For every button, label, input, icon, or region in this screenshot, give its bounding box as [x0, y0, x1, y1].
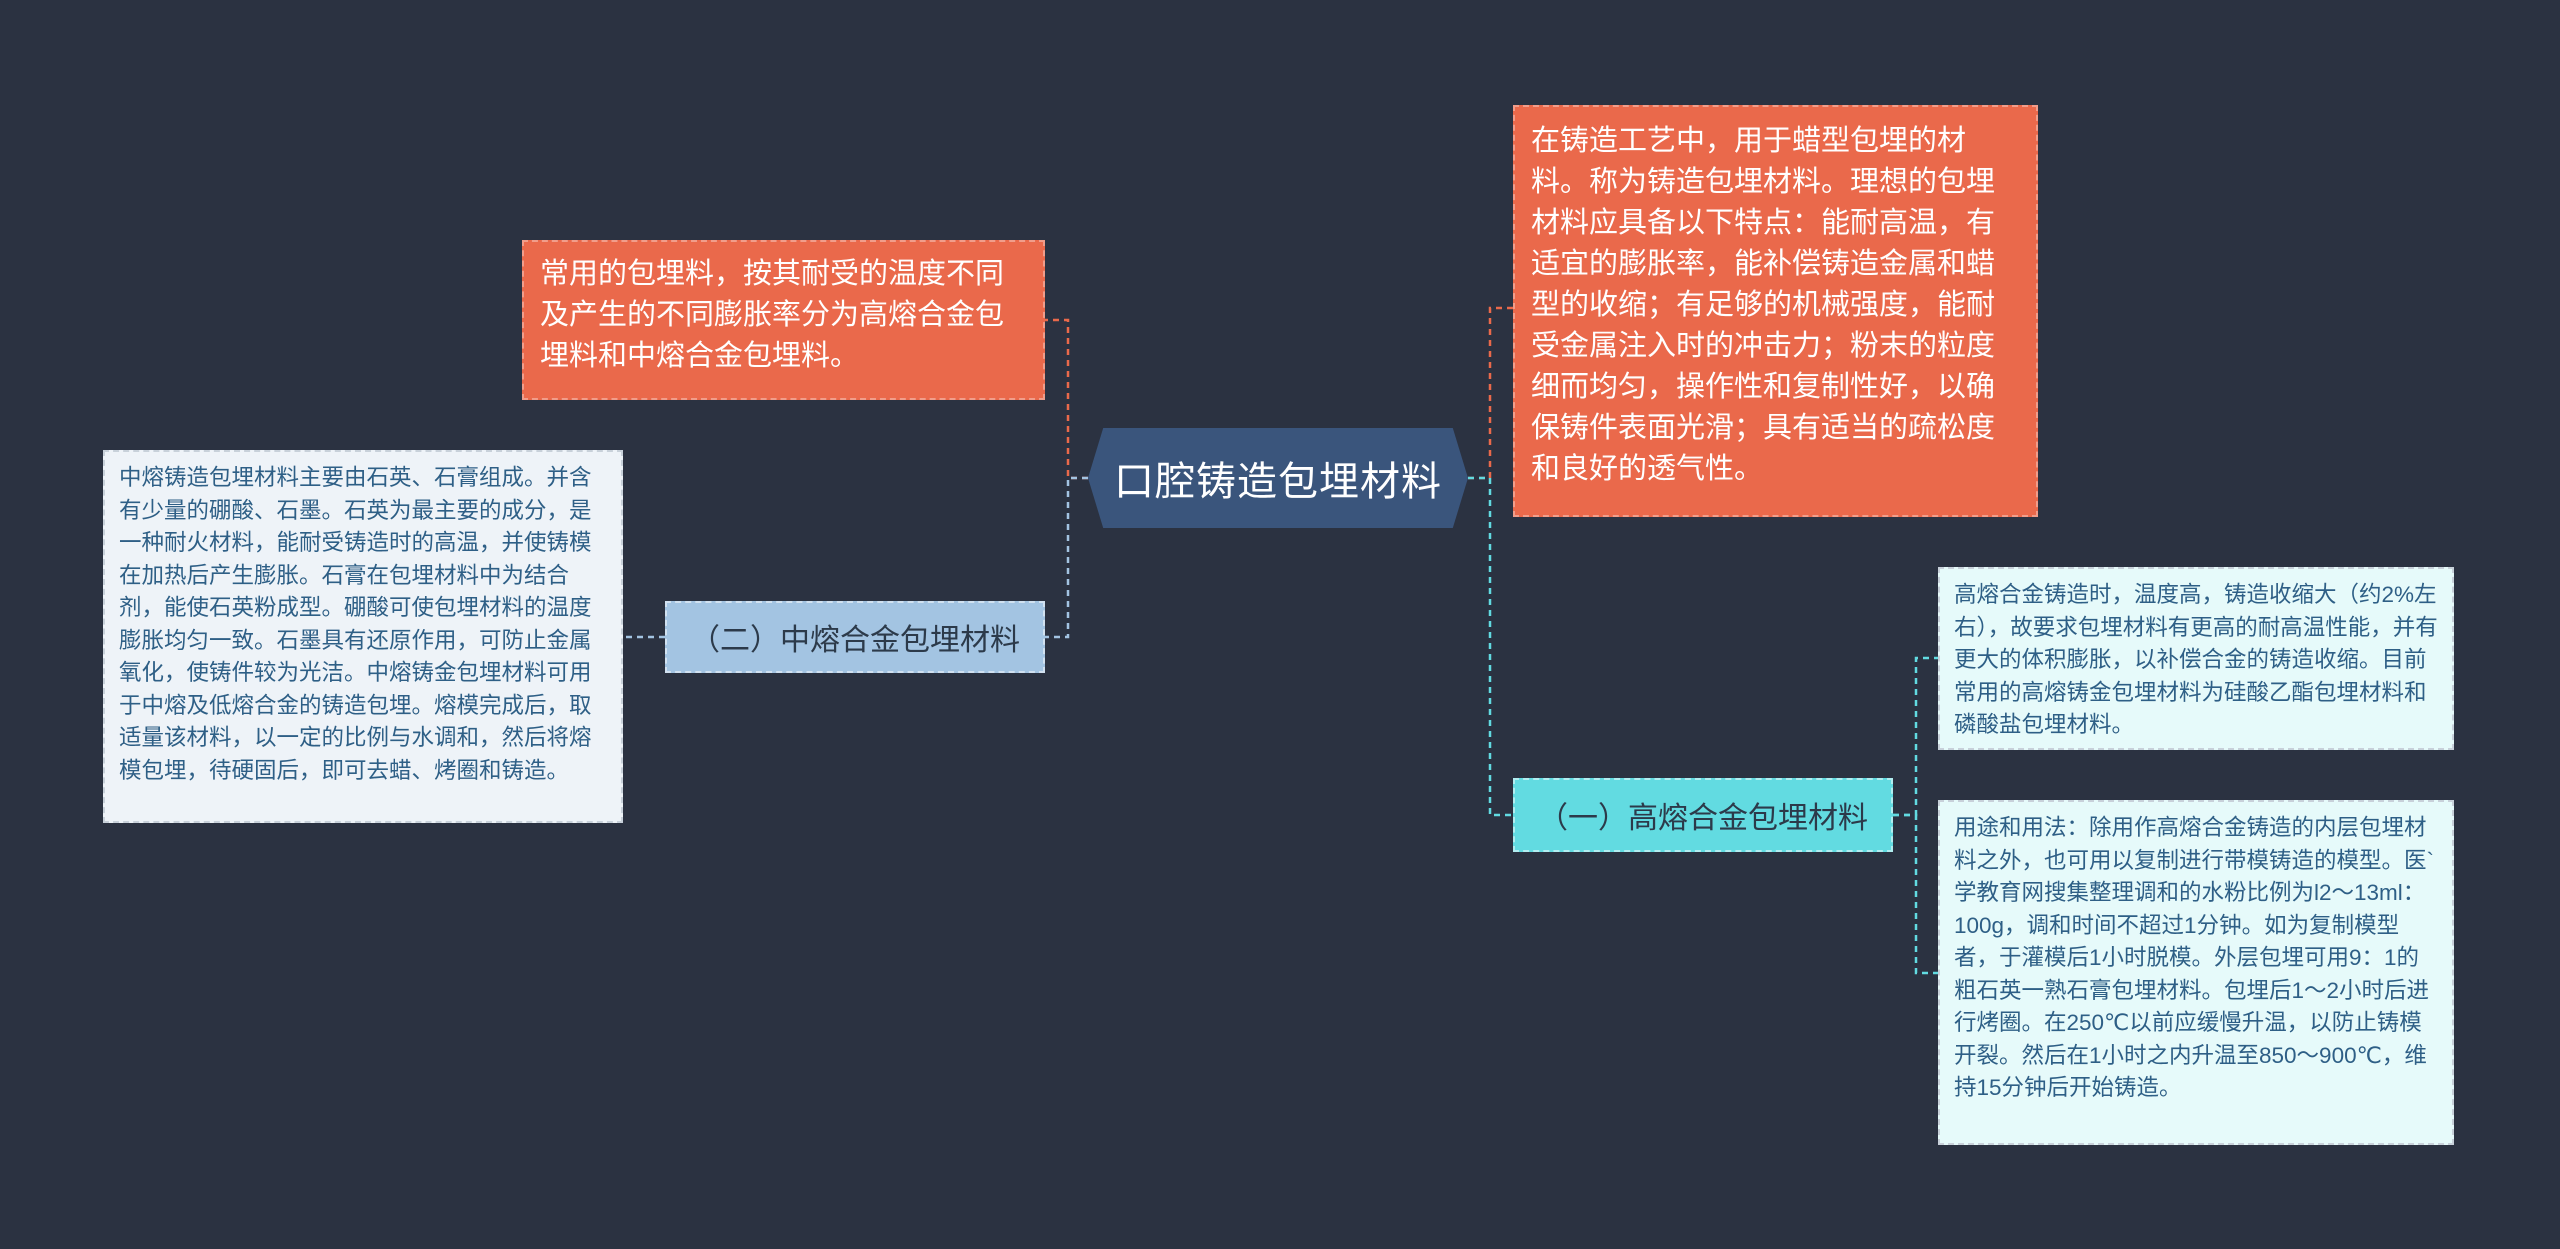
medium-alloy-node[interactable]: （二）中熔合金包埋材料 [665, 601, 1045, 673]
link-high-detail2 [1893, 813, 1938, 975]
definition-text: 在铸造工艺中，用于蜡型包埋的材料。称为铸造包埋材料。理想的包埋材料应具备以下特点… [1531, 125, 1996, 485]
root-node[interactable]: 口腔铸造包埋材料 [1088, 428, 1468, 528]
high-alloy-detail-2[interactable]: 用途和用法：除用作高熔合金铸造的内层包埋材料之外，也可用以复制进行带模铸造的模型… [1938, 800, 2454, 1145]
high-alloy-detail-2-text: 用途和用法：除用作高熔合金铸造的内层包埋材料之外，也可用以复制进行带模铸造的模型… [1954, 815, 2434, 1100]
link-root-high [1468, 476, 1513, 817]
intro-text: 常用的包埋料，按其耐受的温度不同及产生的不同膨胀率分为高熔合金包埋料和中熔合金包… [540, 258, 1005, 372]
link-root-medium [1045, 476, 1088, 639]
medium-alloy-detail[interactable]: 中熔铸造包埋材料主要由石英、石膏组成。并含有少量的硼酸、石墨。石英为最主要的成分… [103, 450, 623, 823]
link-high-detail1 [1893, 656, 1938, 817]
definition-node[interactable]: 在铸造工艺中，用于蜡型包埋的材料。称为铸造包埋材料。理想的包埋材料应具备以下特点… [1513, 105, 2038, 517]
intro-node[interactable]: 常用的包埋料，按其耐受的温度不同及产生的不同膨胀率分为高熔合金包埋料和中熔合金包… [522, 240, 1045, 400]
medium-alloy-detail-text: 中熔铸造包埋材料主要由石英、石膏组成。并含有少量的硼酸、石墨。石英为最主要的成分… [119, 465, 592, 783]
high-alloy-detail-1[interactable]: 高熔合金铸造时，温度高，铸造收缩大（约2%左右），故要求包埋材料有更高的耐高温性… [1938, 567, 2454, 750]
link-root-definition [1468, 306, 1513, 480]
link-root-intro [1045, 318, 1088, 480]
medium-alloy-label: （二）中熔合金包埋材料 [690, 624, 1020, 657]
high-alloy-detail-1-text: 高熔合金铸造时，温度高，铸造收缩大（约2%左右），故要求包埋材料有更高的耐高温性… [1954, 582, 2438, 737]
high-alloy-node[interactable]: （一）高熔合金包埋材料 [1513, 778, 1893, 852]
root-label: 口腔铸造包埋材料 [1114, 460, 1442, 504]
high-alloy-label: （一）高熔合金包埋材料 [1538, 802, 1868, 835]
